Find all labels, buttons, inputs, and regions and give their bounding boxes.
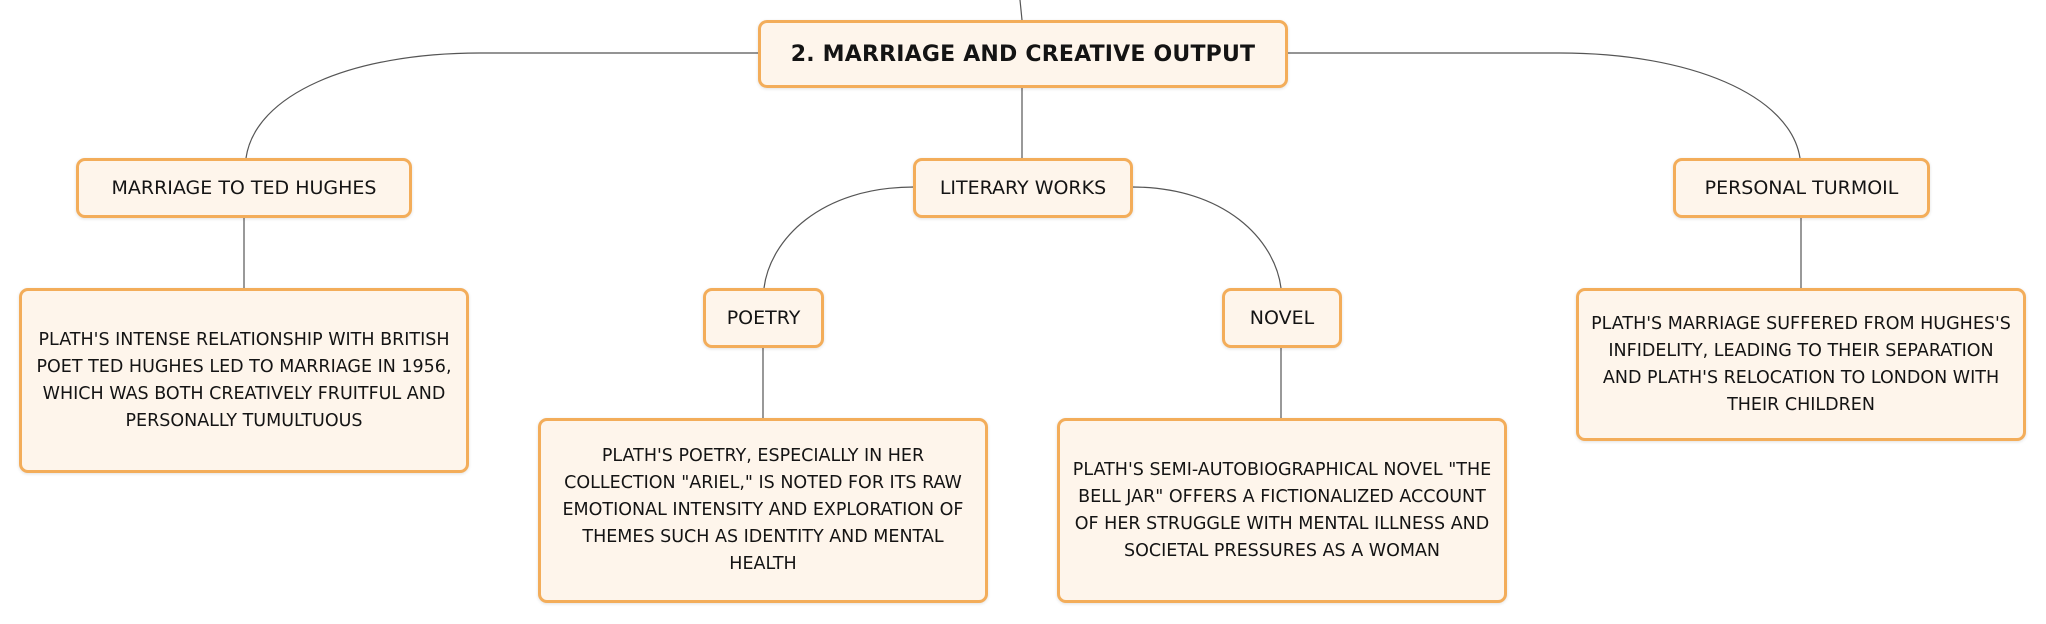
marriage-node[interactable]: MARRIAGE TO TED HUGHES (76, 158, 412, 218)
novel-node-label: NOVEL (1249, 307, 1315, 329)
poetry-detail-text: PLATH'S POETRY, ESPECIALLY IN HER COLLEC… (562, 446, 964, 574)
connector-literary-poetry (763, 186, 915, 289)
novel-detail-text: PLATH'S SEMI-AUTOBIOGRAPHICAL NOVEL "THE… (1072, 459, 1492, 561)
turmoil-node[interactable]: PERSONAL TURMOIL (1673, 158, 1930, 218)
literary-works-node[interactable]: LITERARY WORKS (913, 158, 1133, 218)
connector-root-parent (1019, 0, 1023, 21)
root-node[interactable]: 2. MARRIAGE AND CREATIVE OUTPUT (758, 20, 1288, 88)
poetry-node[interactable]: POETRY (703, 288, 824, 348)
connector-root-marriage (245, 52, 758, 159)
marriage-detail-node[interactable]: PLATH'S INTENSE RELATIONSHIP WITH BRITIS… (19, 288, 469, 473)
root-node-label: 2. MARRIAGE AND CREATIVE OUTPUT (790, 41, 1256, 67)
turmoil-detail-node[interactable]: PLATH'S MARRIAGE SUFFERED FROM HUGHES'S … (1576, 288, 2026, 441)
connector-literary-novel (1131, 186, 1282, 289)
poetry-detail-node[interactable]: PLATH'S POETRY, ESPECIALLY IN HER COLLEC… (538, 418, 988, 603)
poetry-node-label: POETRY (726, 307, 801, 329)
connector-root-turmoil (1288, 52, 1801, 159)
marriage-node-label: MARRIAGE TO TED HUGHES (111, 177, 377, 199)
literary-works-node-label: LITERARY WORKS (939, 177, 1107, 199)
novel-detail-node[interactable]: PLATH'S SEMI-AUTOBIOGRAPHICAL NOVEL "THE… (1057, 418, 1507, 603)
marriage-detail-text: PLATH'S INTENSE RELATIONSHIP WITH BRITIS… (36, 329, 452, 431)
turmoil-detail-text: PLATH'S MARRIAGE SUFFERED FROM HUGHES'S … (1591, 313, 2011, 415)
novel-node[interactable]: NOVEL (1222, 288, 1342, 348)
turmoil-node-label: PERSONAL TURMOIL (1704, 177, 1899, 199)
